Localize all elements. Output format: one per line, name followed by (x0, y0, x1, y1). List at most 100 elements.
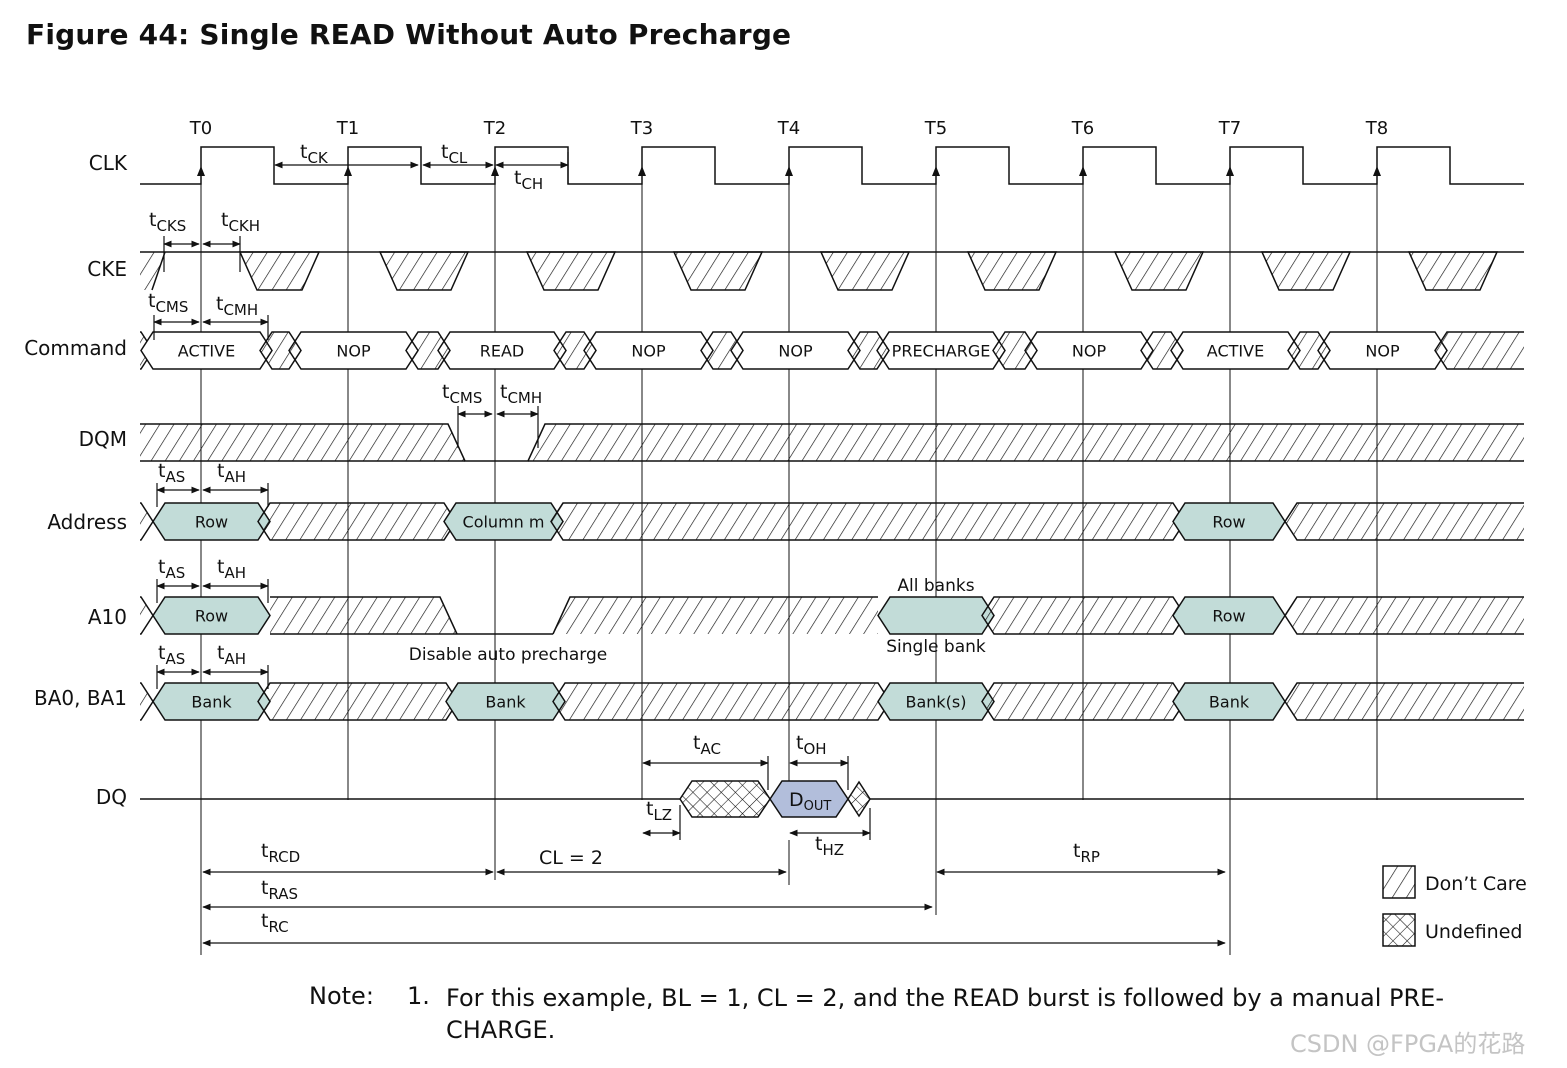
timing-tcl-sub: CL (448, 149, 467, 167)
dqm-dc-left (140, 424, 465, 461)
timing-toh-sub: OH (803, 740, 826, 758)
timing-tas3: tAS (158, 642, 185, 668)
timing-tah2: tAH (217, 556, 246, 582)
timing-tch-sub: CH (521, 175, 543, 193)
timing-tas1-t: t (158, 460, 165, 482)
command-1-label: NOP (336, 342, 371, 361)
timing-tcmh2: tCMH (500, 381, 542, 407)
command-5-label: PRECHARGE (892, 342, 991, 361)
cke-dontcare-t0 (238, 251, 321, 291)
timing-tcl: tCL (441, 141, 468, 167)
address-dc-right (1285, 503, 1524, 540)
timing-tcmh2-sub: CMH (507, 389, 542, 407)
address-dc-2 (550, 502, 1186, 541)
cke-dontcare-t5 (966, 251, 1058, 291)
timing-tcms-t: t (148, 290, 155, 312)
note-text: For this example, BL = 1, CL = 2, and th… (446, 984, 1444, 1044)
timing-tcks-sub: CKS (156, 217, 186, 235)
command-dontcare-0 (259, 331, 302, 370)
timing-toh: tOH (796, 732, 827, 758)
address-column-m-label: Column m (463, 513, 545, 532)
cke-dontcare-t7 (1260, 251, 1352, 291)
timing-trp-sub: RP (1080, 848, 1099, 866)
dq-dout-label: DOUT (789, 789, 831, 814)
cke-edge (151, 251, 166, 291)
address-dc-right-edge (1284, 502, 1524, 541)
timing-tras-t: t (261, 877, 268, 899)
signal-label-clk: CLK (89, 151, 128, 175)
a10-dc-3 (981, 596, 1186, 635)
cke-dontcare (140, 252, 165, 290)
address-row-1-label: Row (195, 513, 228, 532)
timing-tah1-sub: AH (224, 468, 246, 486)
timing-tch-t: t (514, 167, 521, 189)
annotation-all-banks: All banks (897, 576, 974, 596)
a10-dc-left (140, 597, 153, 634)
command-8-label: NOP (1365, 342, 1400, 361)
timing-tck-t: t (300, 141, 307, 163)
timing-trc: tRC (261, 910, 289, 936)
timing-tck: tCK (300, 141, 329, 167)
timing-tac-t: t (693, 732, 700, 754)
timing-tcmh: tCMH (216, 293, 258, 319)
timing-cl-label: CL = 2 (539, 847, 603, 869)
ba-dc-2 (552, 682, 891, 721)
address-row-2-label: Row (1212, 513, 1245, 532)
signal-label-cke: CKE (87, 257, 127, 281)
signal-label-dq: DQ (96, 785, 127, 809)
command-dontcare-5 (992, 331, 1038, 370)
timing-tcms2-t: t (442, 381, 449, 403)
a10-dc-2 (553, 597, 878, 634)
cmd-dc-right (1435, 332, 1524, 369)
clk-edge-arrow-t5 (932, 166, 940, 176)
clk-edge-arrow-t2 (491, 166, 499, 176)
timing-tac-sub: AC (700, 740, 720, 758)
ba-bank-1-label: Bank (191, 693, 232, 712)
timing-tlz-t: t (646, 798, 653, 820)
timing-tcmh-sub: CMH (223, 301, 258, 319)
command-7-label: ACTIVE (1207, 342, 1264, 361)
timing-tas3-t: t (158, 642, 165, 664)
annotation-disable-auto-precharge: Disable auto precharge (409, 645, 607, 665)
timing-tcks: tCKS (149, 209, 186, 235)
timing-tckh-sub: CKH (228, 217, 260, 235)
command-dontcare-6 (1140, 331, 1184, 370)
dq-dout-main: D (789, 789, 804, 811)
command-dontcare-2 (553, 331, 597, 370)
timing-thz: tHZ (815, 833, 844, 859)
timing-tah2-t: t (217, 556, 224, 578)
timing-thz-t: t (815, 833, 822, 855)
command-6-label: NOP (1072, 342, 1107, 361)
timing-tah2-sub: AH (224, 564, 246, 582)
timing-tah3-t: t (217, 642, 224, 664)
clock-gridlines (200, 160, 1378, 955)
signal-label-command: Command (24, 336, 127, 360)
cke-dontcare-t8 (1407, 251, 1499, 291)
clock-label-t0: T0 (189, 118, 212, 139)
figure-title: Figure 44: Single READ Without Auto Prec… (26, 18, 792, 51)
cke-dontcare-t6 (1113, 251, 1205, 291)
clock-label-t6: T6 (1071, 118, 1094, 139)
a10-row-1-label: Row (195, 607, 228, 626)
clock-label-t2: T2 (483, 118, 506, 139)
timing-tcms: tCMS (148, 290, 188, 316)
timing-trc-sub: RC (268, 918, 288, 936)
legend-undefined-swatch (1382, 913, 1416, 947)
timing-tas2-t: t (158, 556, 165, 578)
a10-dc-1 (270, 597, 457, 634)
timing-trc-t: t (261, 910, 268, 932)
timing-tah3-sub: AH (224, 650, 246, 668)
signal-label-ba: BA0, BA1 (34, 686, 127, 710)
dq-undefined-1 (679, 780, 771, 818)
ba-bank-2-label: Bank (485, 693, 526, 712)
timing-tas2-sub: AS (165, 564, 185, 582)
a10-precharge-box (877, 596, 995, 635)
timing-toh-t: t (796, 732, 803, 754)
clock-label-t1: T1 (336, 118, 359, 139)
timing-trcd-t: t (261, 840, 268, 862)
timing-tckh: tCKH (221, 209, 260, 235)
clock-label-t7: T7 (1218, 118, 1241, 139)
